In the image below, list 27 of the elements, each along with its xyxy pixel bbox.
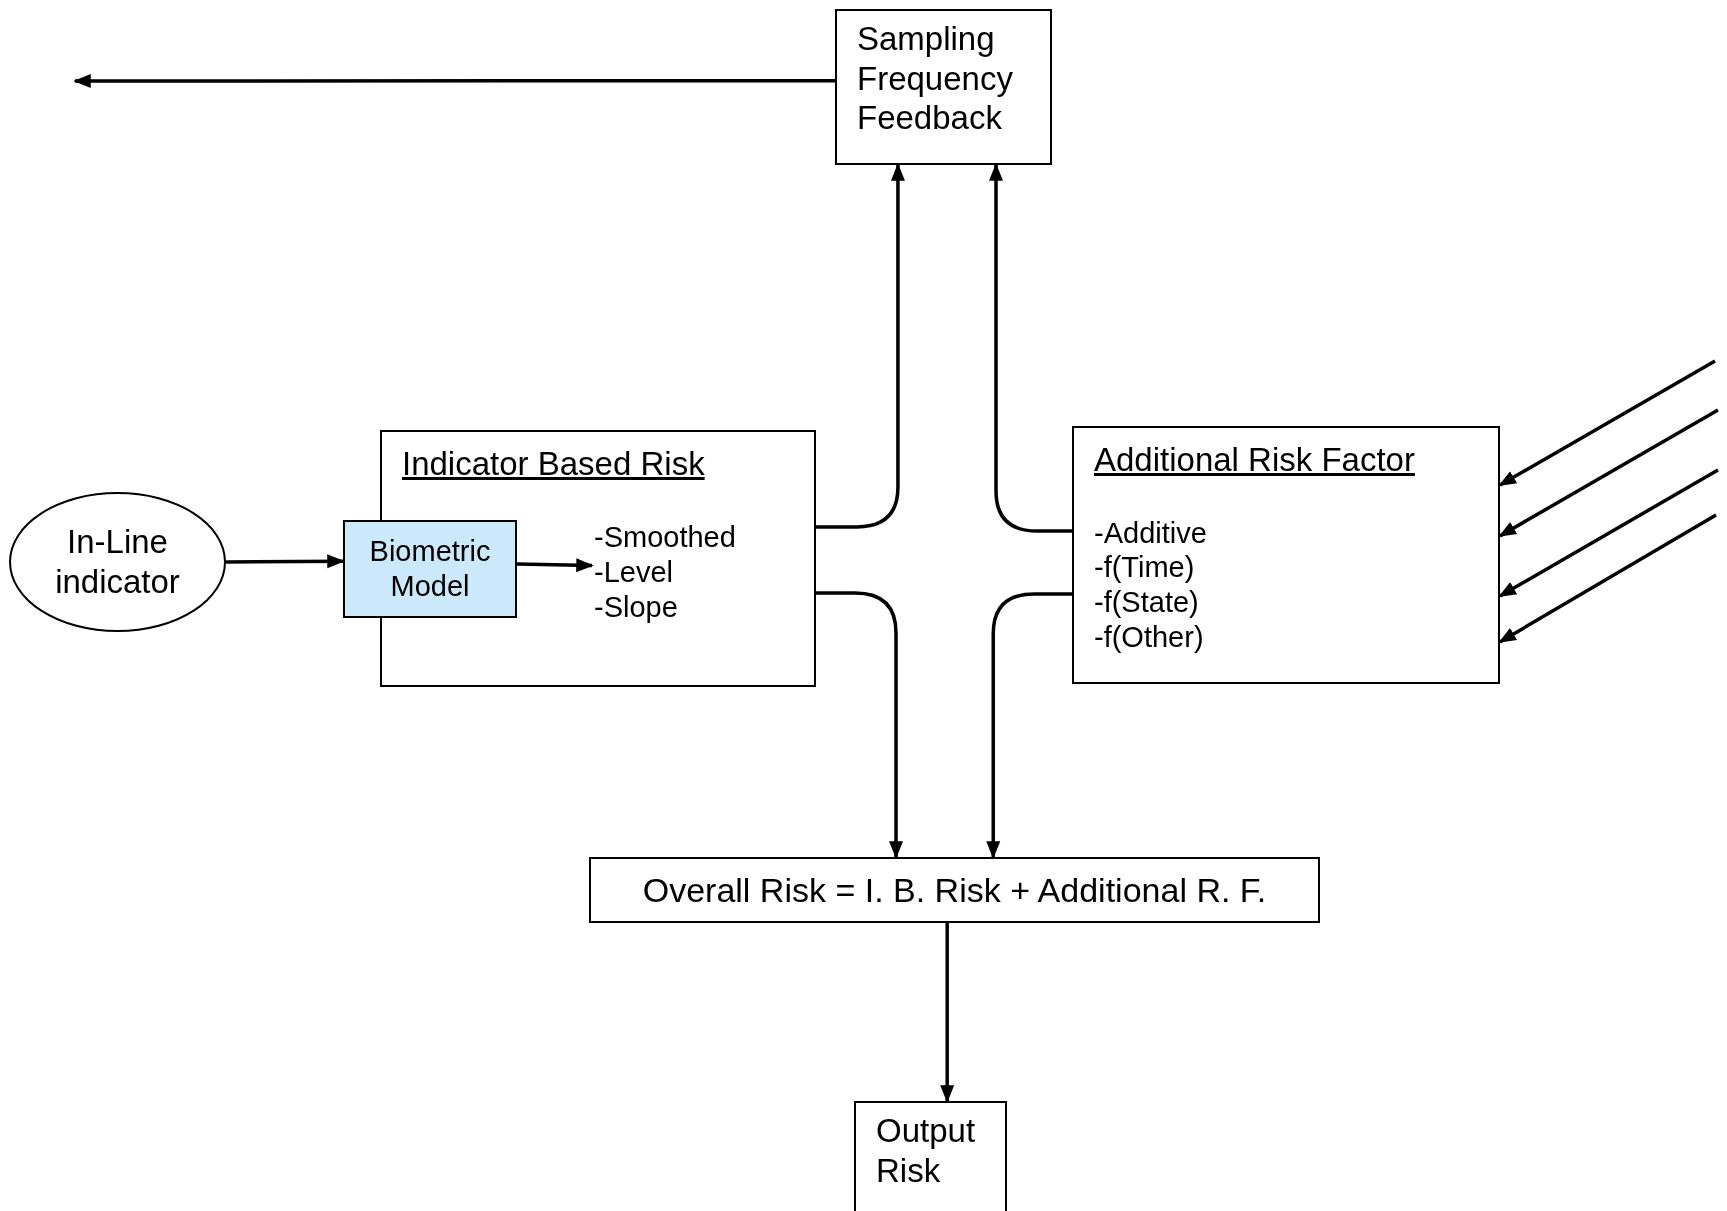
box-heading: Indicator Based Risk	[402, 444, 705, 484]
model-box: Biometric Model	[343, 520, 517, 618]
arrow	[816, 163, 905, 529]
arrow	[1498, 468, 1719, 598]
process-box: Sampling Frequency Feedback	[835, 9, 1052, 165]
list-item: -Level	[594, 554, 674, 590]
arrow	[1498, 513, 1717, 644]
process-box: Output Risk	[854, 1101, 1007, 1211]
list-item: -Smoothed	[594, 520, 737, 555]
process-box: Overall Risk = I. B. Risk + Additional R. F.	[589, 857, 1320, 923]
oval-node: In-Line indicator	[9, 492, 226, 632]
list-item: -Additive	[1094, 515, 1208, 551]
arrow	[226, 554, 345, 569]
box-heading: Additional Risk Factor	[1094, 440, 1415, 480]
list-item: -Slope	[594, 589, 679, 625]
list-item: -f(State)	[1094, 585, 1200, 620]
process-box	[1072, 426, 1500, 684]
arrow	[1498, 359, 1716, 487]
arrow	[989, 163, 1072, 533]
arrow	[940, 923, 955, 1103]
arrow	[1498, 408, 1719, 538]
list-item: -f(Time)	[1094, 550, 1196, 586]
arrow	[986, 592, 1072, 859]
arrow	[516, 558, 594, 573]
arrow	[816, 591, 903, 859]
arrow	[73, 74, 835, 88]
list-item: -f(Other)	[1094, 620, 1205, 655]
